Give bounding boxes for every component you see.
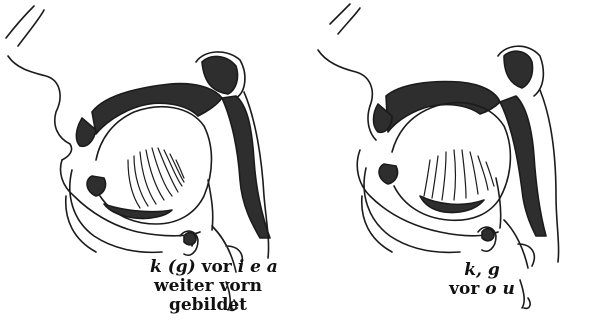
caption-left-line-3: gebildet	[150, 296, 266, 315]
left-lower-lip	[87, 176, 106, 196]
right-hyoid-fill	[482, 229, 494, 241]
caption-right-vor: vor	[449, 279, 485, 299]
caption-right-vowels: o u	[485, 279, 515, 299]
left-palate-fill	[92, 84, 222, 134]
caption-left-line-2: weiter vorn	[150, 277, 266, 296]
right-contact-fill	[420, 196, 484, 213]
left-contact-fill	[104, 204, 172, 219]
caption-left: k (g) vor i e a weiter vorn gebildet	[150, 258, 266, 315]
right-palate-fill	[386, 82, 500, 132]
caption-right-line-1: k, g	[437, 261, 527, 280]
caption-left-vowels: i e a	[238, 257, 278, 277]
left-hyoid-fill	[184, 233, 196, 245]
right-pharynx-fill	[500, 96, 546, 236]
right-nose-outline	[318, 4, 372, 106]
caption-left-line-1: k (g) vor i e a	[150, 258, 266, 277]
caption-right: k, g vor o u	[437, 261, 527, 299]
left-nose-outline	[6, 6, 72, 160]
caption-right-line-2: vor o u	[437, 280, 527, 299]
left-pharynx-fill	[222, 96, 270, 238]
caption-left-consonant: k (g)	[150, 257, 196, 277]
right-tongue	[392, 103, 510, 221]
right-hatching	[424, 150, 494, 200]
right-nasal-lobe	[504, 51, 533, 88]
left-hatching	[128, 148, 184, 208]
caption-left-vor: vor	[196, 257, 238, 277]
right-lower-lip	[379, 164, 398, 184]
